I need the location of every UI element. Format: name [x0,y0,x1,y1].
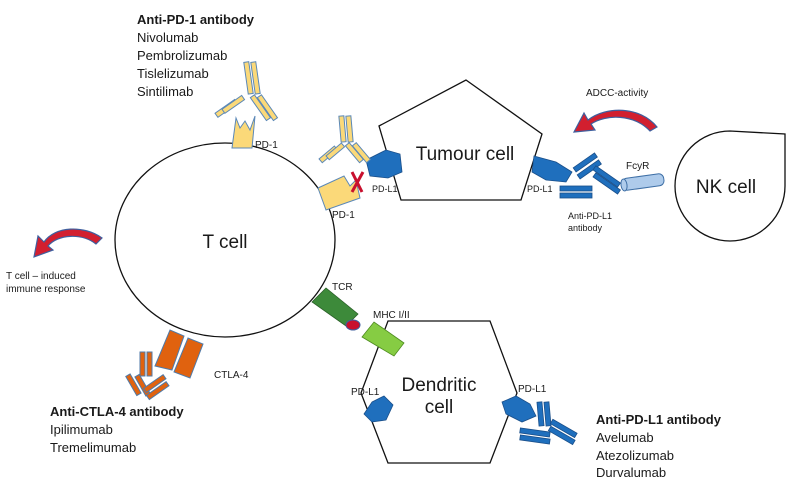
pd1-receptor-right [317,175,361,211]
ctla4-label: CTLA-4 [214,370,249,381]
pd1-receptor-top [231,115,256,149]
anti-ctla4-drug-list: Anti-CTLA-4 antibody Ipilimumab Tremelim… [50,404,184,455]
t-cell-response-label-line2: immune response [6,284,86,295]
anti-pdl1-antibody-small [559,152,621,199]
pdl1-ligand-dendritic-right [501,395,537,423]
anti-pd1-drug-2: Pembrolizumab [137,48,227,63]
anti-pdl1-small-label-line2: antibody [568,223,603,233]
pdl1-tumour-left-label: PD-L1 [372,184,398,194]
t-cell-response-arrow [33,228,103,258]
anti-ctla4-title: Anti-CTLA-4 antibody [50,404,184,419]
dendritic-cell-label-line2: cell [425,397,454,418]
tumour-cell-label: Tumour cell [416,144,515,165]
tcr-receptor [311,287,359,327]
adcc-arrow [572,109,658,133]
anti-pd1-antibody-top [214,61,279,122]
anti-ctla4-antibody [125,351,170,401]
antigen-peptide [345,319,361,331]
adcc-label: ADCC-activity [586,88,648,99]
pdl1-ligand-tumour-right [531,155,573,183]
t-cell-label: T cell [202,232,247,253]
fcyr-label: FcyR [626,161,649,172]
anti-pdl1-title: Anti-PD-L1 antibody [596,412,722,427]
dendritic-cell-label-line1: Dendritic [402,375,477,396]
tcr-label: TCR [332,282,353,293]
pd1-top-label: PD-1 [255,140,278,151]
pdl1-ligand-tumour-left [365,149,403,179]
dendritic-cell [360,320,518,464]
blocked-interaction-mark [350,171,365,193]
pdl1-ligand-dendritic-left [363,395,394,423]
anti-pd1-antibody-floating [318,115,372,164]
anti-pdl1-drug-list: Anti-PD-L1 antibody Avelumab Atezolizuma… [596,412,722,480]
nk-cell-label: NK cell [696,177,756,198]
ctla4-receptor [154,329,204,379]
anti-pdl1-drug-2: Atezolizumab [596,448,674,463]
mhc-label: MHC I/II [373,310,410,321]
mhc-molecule [361,321,405,357]
t-cell-response-label-line1: T cell – induced [6,271,76,282]
fcyr-receptor [620,173,665,192]
anti-pd1-title: Anti-PD-1 antibody [137,12,255,27]
t-cell [114,142,336,338]
nk-cell [674,130,786,242]
pdl1-dendritic-right-label: PD-L1 [518,384,547,395]
anti-pd1-drug-1: Nivolumab [137,30,198,45]
tumour-cell [378,79,543,201]
anti-pd1-drug-4: Sintilimab [137,84,193,99]
anti-pdl1-drug-1: Avelumab [596,430,654,445]
anti-pdl1-small-label-line1: Anti-PD-L1 [568,211,612,221]
pdl1-dendritic-left-label: PD-L1 [351,387,380,398]
pd1-right-label: PD-1 [332,210,355,221]
anti-pd1-drug-3: Tislelizumab [137,66,209,81]
anti-pdl1-drug-3: Durvalumab [596,465,666,480]
anti-pdl1-antibody-bottom [519,401,578,446]
anti-pd1-drug-list: Anti-PD-1 antibody Nivolumab Pembrolizum… [137,12,255,99]
anti-ctla4-drug-1: Ipilimumab [50,422,113,437]
anti-ctla4-drug-2: Tremelimumab [50,440,136,455]
pdl1-tumour-right-label: PD-L1 [527,184,553,194]
